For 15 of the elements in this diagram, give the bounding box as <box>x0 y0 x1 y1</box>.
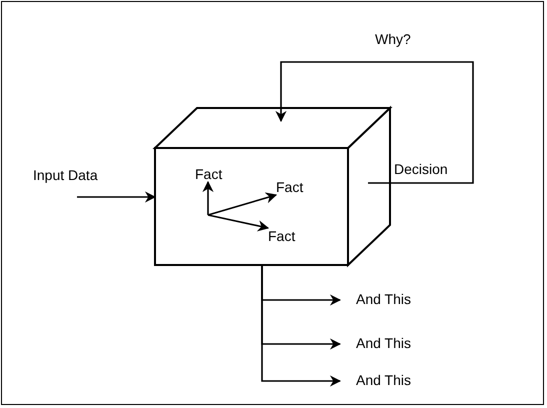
fact-label: Fact <box>268 228 296 244</box>
fact-label: Fact <box>276 179 304 195</box>
arrow <box>202 180 214 215</box>
arrow <box>261 265 342 387</box>
output-label: And This <box>356 372 411 388</box>
arrow <box>208 192 278 216</box>
arrow <box>275 61 474 184</box>
loop-label: Why? <box>375 31 411 47</box>
edge-label: Decision <box>394 161 448 177</box>
edge-label: Input Data <box>33 167 98 183</box>
fact-label: Fact <box>195 166 222 182</box>
output-label: And This <box>356 335 411 351</box>
arrow <box>208 214 270 232</box>
output-label: And This <box>356 291 411 307</box>
arrow <box>77 191 156 203</box>
